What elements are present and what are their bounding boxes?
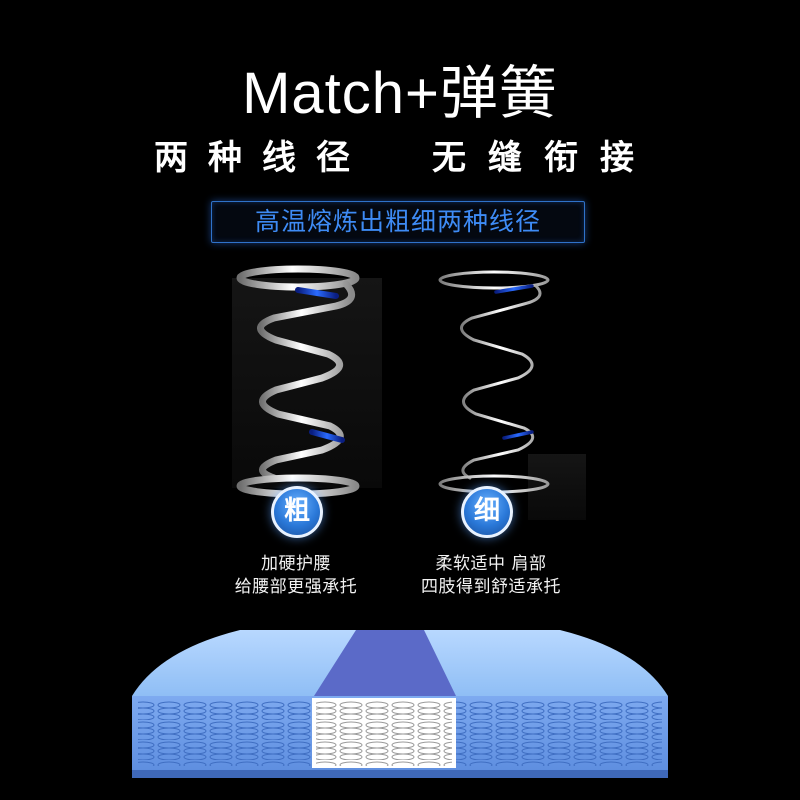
thick-spring-description: 加硬护腰 给腰部更强承托	[206, 553, 386, 599]
page-title: Match+弹簧	[242, 61, 558, 126]
thick-desc-line2: 给腰部更强承托	[234, 577, 358, 597]
thin-spring-backdrop	[528, 454, 586, 520]
coil-spring-thick-icon	[226, 262, 376, 512]
thick-badge: 粗	[271, 486, 323, 538]
subtitle-right: 无缝衔接	[432, 138, 656, 178]
thick-desc-line1: 加硬护腰	[261, 554, 331, 574]
subtitle-row: 两种线径 无缝衔接	[0, 138, 800, 178]
coil-spring-thin-icon	[424, 262, 564, 512]
mattress-cross-section-icon	[0, 620, 800, 800]
thin-desc-line1: 柔软适中 肩部	[435, 554, 547, 574]
feature-banner: 高温熔炼出粗细两种线径	[211, 201, 585, 243]
subtitle-left: 两种线径	[154, 138, 370, 178]
thin-badge: 细	[461, 486, 513, 538]
thin-desc-line2: 四肢得到舒适承托	[421, 577, 561, 597]
thin-spring-description: 柔软适中 肩部 四肢得到舒适承托	[398, 553, 584, 599]
